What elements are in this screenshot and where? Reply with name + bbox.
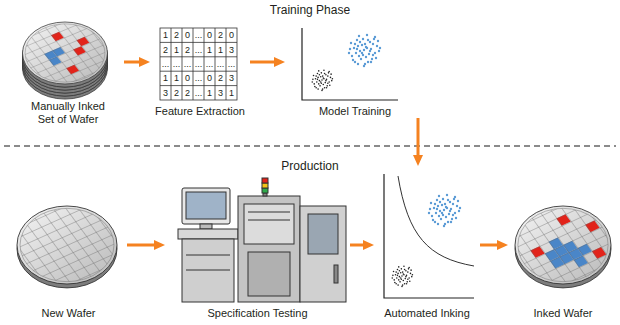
flow-arrow [480, 244, 503, 247]
tester-equipment [178, 178, 346, 302]
table-cell: ... [173, 60, 181, 69]
table-cell: 2 [185, 45, 190, 54]
table-cell: 1 [163, 31, 168, 40]
caption-block: Automated Inking [384, 307, 470, 320]
table-cell: 1 [174, 74, 179, 83]
figure-node: Model Training [285, 22, 425, 118]
table-cell: 1 [229, 88, 234, 97]
section-heading: Production [281, 160, 338, 172]
table-cell: 0 [185, 74, 190, 83]
section-divider [4, 145, 616, 147]
scatter-plot [302, 28, 398, 100]
table-cell: 2 [185, 88, 190, 97]
node-caption: Feature Extraction [155, 105, 245, 118]
table-cell: 1 [163, 74, 168, 83]
node-caption: Manually Inked Set of Wafer [24, 100, 112, 126]
flow-arrow [417, 118, 420, 161]
figure-node: Manually Inked Set of Wafer [12, 22, 124, 126]
figure-node: Automated Inking [374, 166, 480, 320]
caption-block: Manually Inked Set of Wafer [24, 100, 112, 126]
table-cell: ... [195, 31, 203, 40]
wafer-icon [497, 192, 620, 299]
table-cell: 2 [218, 74, 223, 83]
section-heading: Training Phase [270, 4, 350, 16]
table-cell: ... [217, 60, 225, 69]
table-cell: 1 [207, 45, 212, 54]
node-caption: Inked Wafer [534, 307, 593, 320]
table-cell: 2 [174, 88, 179, 97]
table-cell: 0 [185, 31, 190, 40]
table-cell: ... [195, 74, 203, 83]
caption-block: Inked Wafer [534, 307, 593, 320]
wafer-icon [0, 192, 135, 299]
node-caption: Specification Testing [207, 307, 307, 320]
node-caption: Automated Inking [384, 307, 470, 320]
table-cell: 0 [229, 31, 234, 40]
table-cell: 3 [229, 45, 234, 54]
caption-block: New Wafer [42, 307, 96, 320]
wafer-stack [7, 11, 123, 99]
table-cell: 1 [174, 45, 179, 54]
table-cell: 3 [163, 88, 168, 97]
caption-block: Model Training [319, 105, 391, 118]
classifier-plot [384, 174, 474, 298]
flow-arrow [127, 244, 160, 247]
table-cell: ... [195, 45, 203, 54]
table-cell: ... [228, 60, 236, 69]
table-cell: 3 [218, 88, 223, 97]
flow-arrow [350, 244, 369, 247]
feature-table [160, 28, 237, 100]
table-cell: 3 [229, 74, 234, 83]
table-cell: ... [184, 60, 192, 69]
table-cell: 1 [218, 45, 223, 54]
flow-arrow [124, 61, 145, 64]
figure-node: Inked Wafer [508, 195, 618, 320]
caption-block: Specification Testing [207, 307, 307, 320]
table-cell: ... [206, 60, 214, 69]
node-caption: New Wafer [42, 307, 96, 320]
table-cell: 0 [207, 31, 212, 40]
figure-node: Specification Testing [165, 172, 350, 320]
table-cell: ... [195, 60, 203, 69]
table-cell: 2 [163, 45, 168, 54]
node-caption: Model Training [319, 105, 391, 118]
table-cell: 2 [218, 31, 223, 40]
table-cell: 0 [207, 74, 212, 83]
caption-block: Feature Extraction [155, 105, 245, 118]
table-cell: ... [162, 60, 170, 69]
table-cell: ... [195, 88, 203, 97]
table-cell: 1 [207, 88, 212, 97]
table-cell: 2 [174, 31, 179, 40]
flow-arrow [250, 61, 280, 64]
figure-node: New Wafer [10, 195, 127, 320]
